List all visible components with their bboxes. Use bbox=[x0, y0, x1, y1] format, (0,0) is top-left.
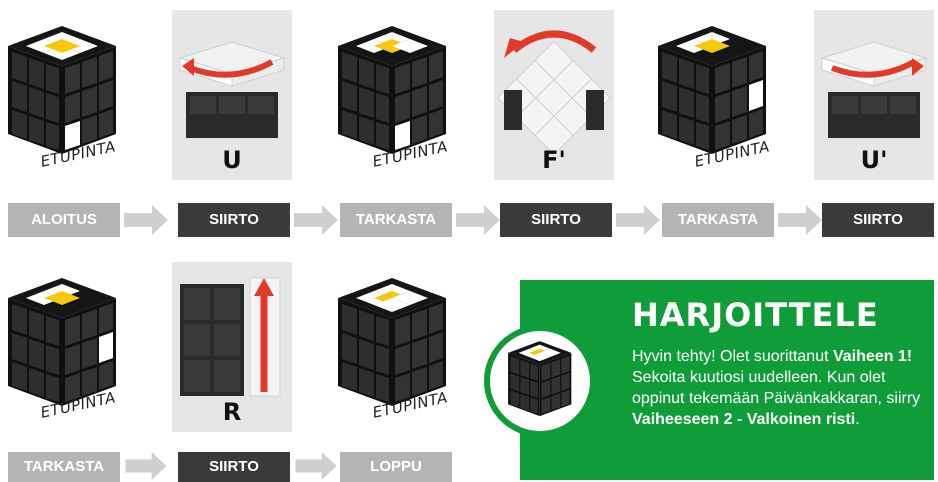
arrow-right-icon bbox=[616, 205, 660, 235]
step-aloitus: ALOITUS bbox=[8, 203, 120, 237]
step-loppu: LOPPU bbox=[340, 452, 452, 482]
move-label-r: R bbox=[222, 398, 242, 426]
cube-svg-2 bbox=[338, 26, 446, 154]
step-siirto-3: SIIRTO bbox=[822, 203, 934, 237]
step-siirto-1: SIIRTO bbox=[178, 203, 290, 237]
cube-svg-3 bbox=[658, 26, 766, 154]
step-siirto-2: SIIRTO bbox=[500, 203, 612, 237]
move-label-u-prime: U' bbox=[860, 146, 888, 174]
arrow-right-icon bbox=[294, 205, 338, 235]
cube-svg-4 bbox=[8, 278, 116, 406]
cube-r-svg bbox=[180, 277, 281, 397]
step-tarkasta-1: TARKASTA bbox=[340, 203, 452, 237]
arrow-right-icon bbox=[125, 452, 167, 480]
practice-text: Hyvin tehty! Olet suorittanut Vaiheen 1!… bbox=[632, 348, 921, 428]
step-siirto-4: SIIRTO bbox=[178, 452, 290, 482]
practice-box: HARJOITTELE Hyvin tehty! Olet suorittanu… bbox=[520, 280, 934, 480]
move-label-f-prime: F' bbox=[542, 146, 566, 174]
cube-u-prime-svg bbox=[820, 41, 928, 138]
arrow-right-icon bbox=[295, 452, 337, 480]
practice-title: HARJOITTELE bbox=[632, 296, 879, 334]
practice-cube-icon bbox=[508, 341, 572, 417]
cube-u-svg bbox=[178, 41, 286, 138]
step-tarkasta-2: TARKASTA bbox=[662, 203, 774, 237]
move-label-u: U bbox=[222, 146, 242, 174]
cube-svg-5 bbox=[338, 278, 446, 406]
cube-f-prime-svg bbox=[496, 30, 612, 150]
step-tarkasta-3: TARKASTA bbox=[8, 452, 120, 482]
arrow-right-icon bbox=[778, 205, 822, 235]
cube-svg-1 bbox=[8, 26, 116, 154]
arrow-right-icon bbox=[456, 205, 500, 235]
arrow-right-icon bbox=[124, 205, 168, 235]
